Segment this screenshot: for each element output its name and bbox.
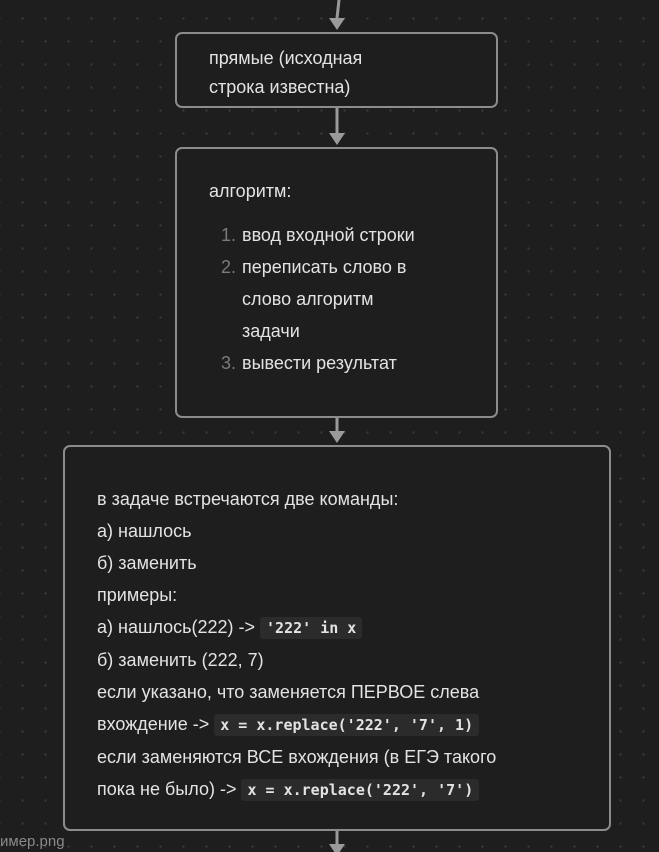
line-text: если заменяются ВСЕ вхождения (в ЕГЭ так… (97, 747, 497, 767)
node-text-line: вхождение -> x = x.replace('222', '7', 1… (97, 708, 577, 741)
step-number: 2. (221, 257, 237, 277)
node-text-line: строка известна) (209, 77, 351, 97)
line-text: примеры: (97, 585, 178, 605)
inline-code: '222' in x (260, 617, 363, 639)
node-text-line: если заменяются ВСЕ вхождения (в ЕГЭ так… (97, 741, 577, 773)
node-text-line: пока не было) -> x = x.replace('222', '7… (97, 773, 577, 806)
inline-code: x = x.replace('222', '7', 1) (214, 714, 480, 736)
arrowhead-bottom (329, 844, 345, 852)
list-item: 1. ввод входной строки (209, 219, 464, 251)
node-direct-replacement[interactable]: прямые (исходная строка известна) (175, 32, 498, 108)
arrowhead-1-2 (329, 133, 345, 145)
file-caption: имер.png (0, 833, 65, 850)
connector-top (335, 0, 341, 19)
algorithm-steps: 1. ввод входной строки 2. переписать сло… (209, 219, 464, 379)
line-text: б) заменить (222, 7) (97, 650, 264, 670)
step-text: вывести результат (242, 353, 397, 373)
arrowhead-top (329, 18, 345, 30)
inline-code: x = x.replace('222', '7') (241, 779, 480, 801)
line-text: а) нашлось (97, 521, 192, 541)
line-text: б) заменить (97, 553, 197, 573)
node-text-line: б) заменить (222, 7) (97, 644, 577, 676)
node-text-line: в задаче встречаются две команды: (97, 483, 577, 515)
node-text-line: если указано, что заменяется ПЕРВОЕ слев… (97, 676, 577, 708)
node-text-line: б) заменить (97, 547, 577, 579)
list-item: 3. вывести результат (209, 347, 464, 379)
node-text-line: а) нашлось (97, 515, 577, 547)
arrowhead-2-3 (329, 431, 345, 443)
line-text: а) нашлось(222) -> (97, 617, 261, 637)
step-text: ввод входной строки (242, 225, 415, 245)
step-number: 1. (221, 225, 237, 245)
node-text-line: примеры: (97, 579, 577, 611)
line-text: вхождение -> (97, 714, 215, 734)
node-algorithm[interactable]: алгоритм: 1. ввод входной строки 2. пере… (175, 147, 498, 418)
line-text: если указано, что заменяется ПЕРВОЕ слев… (97, 682, 480, 702)
step-text: слово алгоритм (242, 289, 374, 309)
node-text-line: прямые (исходная (209, 48, 363, 68)
list-item: 2. переписать слово в слово алгоритм зад… (209, 251, 464, 347)
step-number: 3. (221, 353, 237, 373)
node-text-line: а) нашлось(222) -> '222' in x (97, 611, 577, 644)
line-text: в задаче встречаются две команды: (97, 489, 399, 509)
algorithm-heading: алгоритм: (209, 181, 292, 201)
step-text: переписать слово в (242, 257, 407, 277)
line-text: пока не было) -> (97, 779, 242, 799)
step-text: задачи (242, 321, 300, 341)
node-commands[interactable]: в задаче встречаются две команды: а) наш… (63, 445, 611, 831)
